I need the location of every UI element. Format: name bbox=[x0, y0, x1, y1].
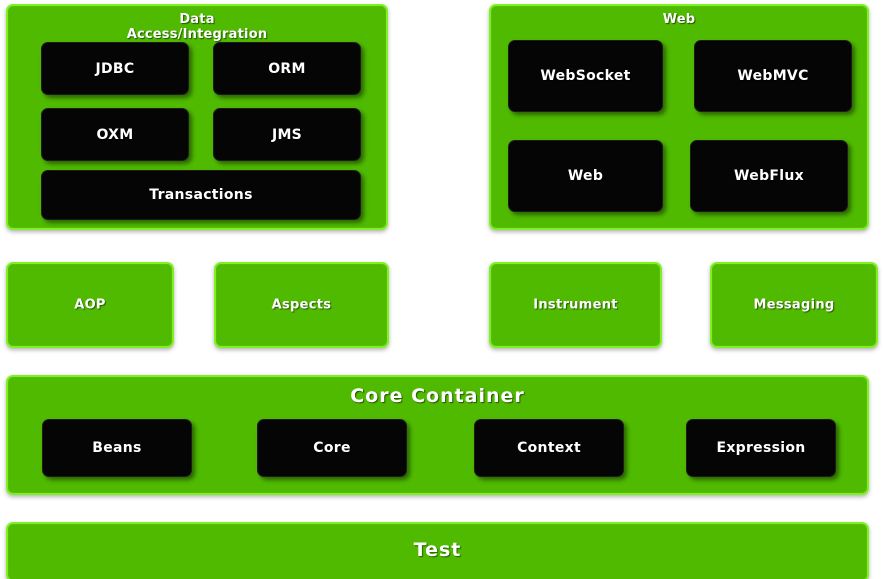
module-webmvc[interactable]: WebMVC bbox=[694, 40, 852, 112]
panel-data-access-title-line1: Data bbox=[179, 12, 215, 27]
panel-core-container-title: Core Container bbox=[8, 385, 867, 407]
tile-aop[interactable]: AOP bbox=[6, 262, 174, 348]
panel-test-label: Test bbox=[413, 539, 462, 561]
module-context[interactable]: Context bbox=[474, 419, 624, 477]
module-web[interactable]: Web bbox=[508, 140, 663, 212]
tile-aspects-label: Aspects bbox=[271, 297, 332, 313]
module-webmvc-label: WebMVC bbox=[737, 68, 809, 84]
module-transactions-label: Transactions bbox=[149, 187, 253, 203]
module-websocket-label: WebSocket bbox=[540, 68, 631, 84]
module-orm[interactable]: ORM bbox=[213, 42, 361, 95]
tile-aop-label: AOP bbox=[74, 297, 106, 313]
panel-core-container-title-text: Core Container bbox=[350, 385, 525, 407]
module-orm-label: ORM bbox=[268, 60, 306, 77]
tile-aspects[interactable]: Aspects bbox=[214, 262, 389, 348]
module-expression-label: Expression bbox=[716, 440, 806, 456]
module-websocket[interactable]: WebSocket bbox=[508, 40, 663, 112]
tile-messaging[interactable]: Messaging bbox=[710, 262, 878, 348]
panel-test[interactable]: Test bbox=[6, 522, 869, 579]
module-core-label: Core bbox=[313, 440, 351, 456]
module-core[interactable]: Core bbox=[257, 419, 407, 477]
panel-web-title: Web bbox=[491, 12, 867, 27]
module-webflux-label: WebFlux bbox=[734, 168, 804, 184]
module-expression[interactable]: Expression bbox=[686, 419, 836, 477]
tile-messaging-label: Messaging bbox=[753, 297, 835, 313]
module-transactions[interactable]: Transactions bbox=[41, 170, 361, 220]
panel-web-title-text: Web bbox=[662, 12, 696, 27]
module-beans-label: Beans bbox=[92, 440, 142, 456]
module-beans[interactable]: Beans bbox=[42, 419, 192, 477]
module-jdbc-label: JDBC bbox=[95, 60, 135, 77]
panel-data-access-title: Data Access/Integration bbox=[8, 12, 386, 42]
tile-instrument[interactable]: Instrument bbox=[489, 262, 662, 348]
module-webflux[interactable]: WebFlux bbox=[690, 140, 848, 212]
module-jms-label: JMS bbox=[271, 126, 303, 143]
module-jdbc[interactable]: JDBC bbox=[41, 42, 189, 95]
module-jms[interactable]: JMS bbox=[213, 108, 361, 161]
module-context-label: Context bbox=[517, 440, 581, 456]
module-oxm-label: OXM bbox=[96, 126, 134, 143]
tile-instrument-label: Instrument bbox=[533, 297, 618, 313]
module-oxm[interactable]: OXM bbox=[41, 108, 189, 161]
module-web-label: Web bbox=[567, 168, 604, 184]
panel-data-access-title-line2: Access/Integration bbox=[126, 27, 268, 42]
